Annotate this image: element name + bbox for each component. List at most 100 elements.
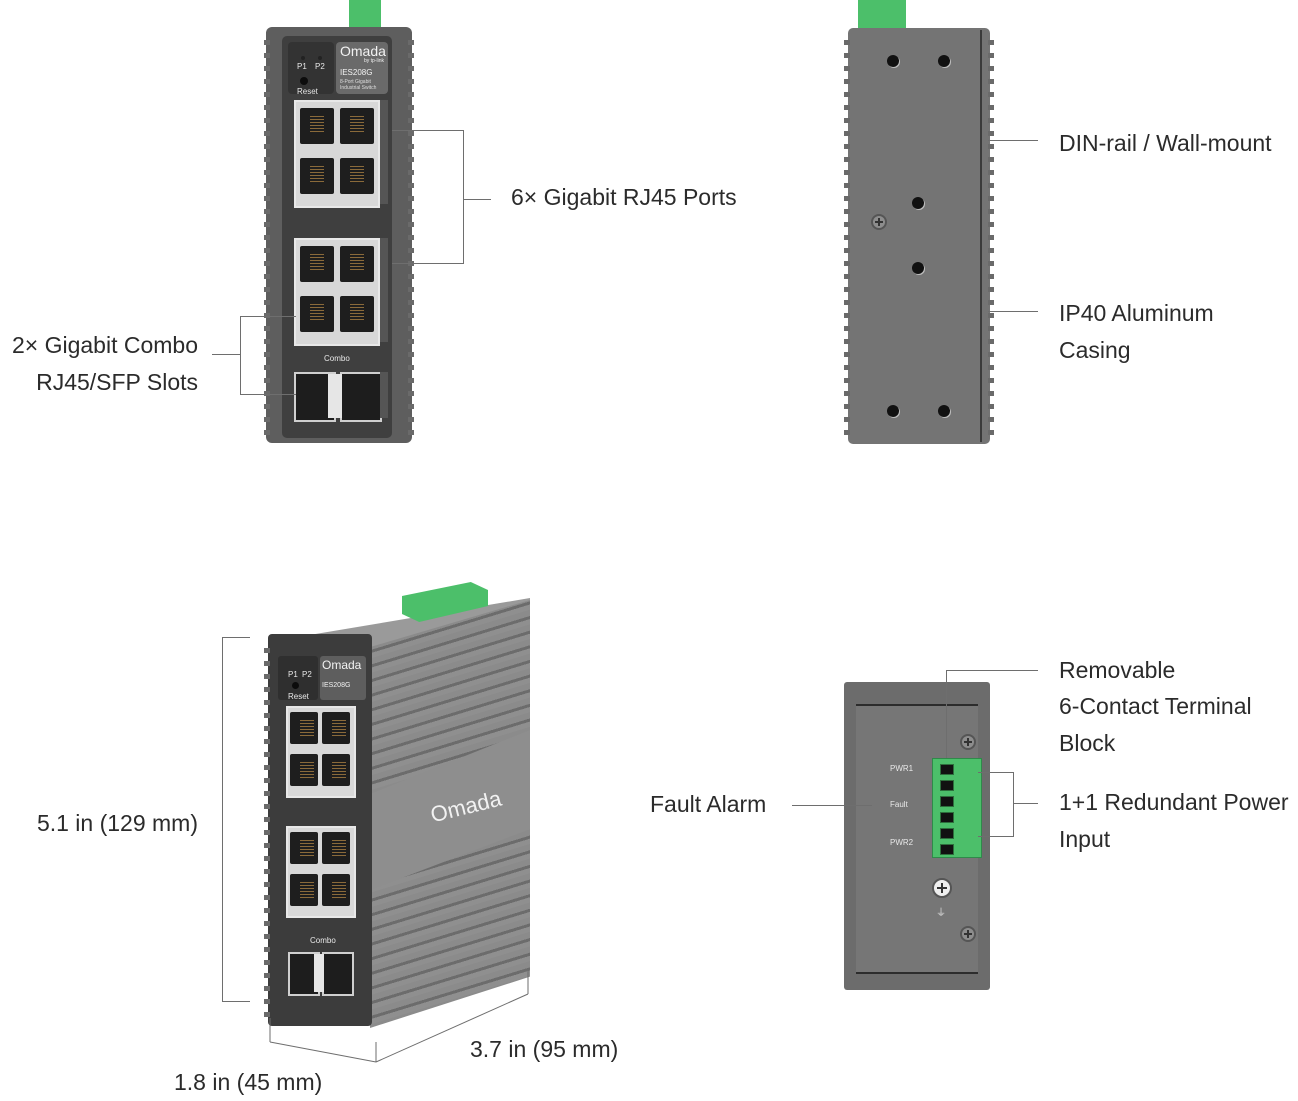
combo-label: Combo	[310, 936, 336, 945]
brand-sub: by tp-link	[364, 58, 385, 64]
side-fins-right	[408, 40, 414, 440]
port-label-strip-2	[380, 238, 388, 342]
terminal-label-fault: Fault	[890, 800, 908, 809]
model-label: IES208G	[322, 682, 351, 689]
rj45-port-7[interactable]	[290, 874, 318, 906]
callout-line-combo-vertical	[240, 316, 241, 395]
dimension-depth: 3.7 in (95 mm)	[470, 1036, 619, 1062]
screw-icon	[960, 734, 976, 750]
rj45-port-4[interactable]	[322, 754, 350, 786]
brand-plate	[336, 42, 388, 94]
callout-fault-alarm: Fault Alarm	[650, 791, 767, 817]
rj45-port-6[interactable]	[322, 832, 350, 864]
rj45-port-5[interactable]	[300, 246, 334, 282]
mount-hole	[887, 405, 899, 417]
status-panel	[278, 656, 318, 700]
mount-hole	[887, 55, 899, 67]
front-view: P1 P2 Reset Omada by tp-link IES208G 8-P…	[264, 0, 414, 446]
rj45-port-8[interactable]	[340, 296, 374, 332]
dimension-height: 5.1 in (129 mm)	[36, 810, 198, 836]
callout-combo-line2: RJ45/SFP Slots	[36, 369, 198, 395]
reset-button[interactable]	[292, 682, 299, 689]
led-label-p1: P1	[297, 62, 307, 71]
callout-line-combo-stub	[212, 354, 240, 355]
led-label-p2: P2	[302, 670, 312, 679]
led-label-p1: P1	[288, 670, 298, 679]
rj45-port-8[interactable]	[322, 874, 350, 906]
brand-logo: Omada	[322, 658, 362, 672]
led-p2	[318, 56, 322, 60]
callout-line-terminal-horizontal	[946, 670, 1038, 671]
callout-terminal-line1: Removable	[1059, 657, 1176, 683]
callout-line-fault	[792, 805, 872, 806]
rj45-port-4[interactable]	[340, 158, 374, 194]
callout-line-power-stub	[1013, 803, 1038, 804]
terminal-contact	[940, 844, 954, 855]
model-label: IES208G	[340, 68, 373, 77]
status-panel	[288, 42, 334, 94]
callout-line-din-rail	[988, 140, 1038, 141]
screw-icon	[871, 214, 887, 230]
dim-depth-line	[375, 993, 529, 1063]
side-fins-left	[264, 648, 270, 1018]
ground-screw-icon	[932, 878, 952, 898]
description-line2: Industrial Switch	[340, 85, 377, 91]
callout-line-power-top	[978, 772, 1014, 773]
side-panel	[848, 28, 990, 444]
rj45-port-5[interactable]	[290, 832, 318, 864]
sfp-label-strip	[380, 372, 388, 418]
callout-power-line1: 1+1 Redundant Power	[1059, 789, 1289, 815]
callout-power-line2: Input	[1059, 826, 1111, 852]
callout-casing-line2: Casing	[1059, 337, 1131, 363]
rj45-port-3[interactable]	[300, 158, 334, 194]
callout-line-rj45-bottom	[392, 263, 464, 264]
callout-line-power-bottom	[978, 836, 1014, 837]
reset-button[interactable]	[300, 77, 308, 85]
dim-height-top	[222, 637, 250, 638]
dimension-width: 1.8 in (45 mm)	[174, 1069, 323, 1095]
terminal-contact	[940, 780, 954, 791]
side-fins-left	[844, 40, 850, 440]
rj45-port-2[interactable]	[322, 712, 350, 744]
mount-hole	[938, 55, 950, 67]
combo-label: Combo	[324, 354, 350, 363]
callout-line-power-vertical	[1013, 772, 1014, 837]
callout-line-rj45-vertical	[463, 130, 464, 264]
sfp-slot-8f[interactable]	[340, 372, 382, 422]
terminal-block-top-side	[858, 0, 906, 28]
mount-hole	[938, 405, 950, 417]
side-fins-left	[264, 40, 270, 440]
rj45-port-2[interactable]	[340, 108, 374, 144]
side-view	[844, 0, 994, 446]
terminal-contact	[940, 796, 954, 807]
callout-combo-line1: 2× Gigabit Combo	[11, 332, 198, 358]
callout-line-rj45-top	[392, 130, 464, 131]
port-group-5-8	[286, 826, 356, 918]
mount-hole	[912, 197, 924, 209]
callout-terminal-line3: Block	[1059, 730, 1116, 756]
mount-hole	[912, 262, 924, 274]
rj45-port-1[interactable]	[290, 712, 318, 744]
rj45-port-6[interactable]	[340, 246, 374, 282]
rail-edge	[980, 30, 982, 442]
dim-width-line	[269, 1041, 377, 1063]
dim-depth-width-lines	[269, 970, 529, 1063]
brand-plate	[320, 656, 366, 700]
callout-rj45-ports: 6× Gigabit RJ45 Ports	[511, 184, 737, 210]
rj45-port-3[interactable]	[290, 754, 318, 786]
port-group-1-4	[294, 100, 380, 208]
terminal-block-top	[349, 0, 381, 28]
callout-terminal-line2: 6-Contact Terminal	[1059, 693, 1252, 719]
ground-icon: ⏚	[936, 908, 946, 919]
sfp-latch	[328, 374, 342, 418]
rj45-port-7[interactable]	[300, 296, 334, 332]
terminal-label-pwr2: PWR2	[890, 838, 914, 847]
callout-line-combo-bottom	[240, 394, 296, 395]
side-fins-right	[988, 40, 994, 440]
terminal-contact	[940, 764, 954, 775]
description-line1: 8-Port Gigabit	[340, 79, 371, 85]
rj45-port-1[interactable]	[300, 108, 334, 144]
callout-din-rail: DIN-rail / Wall-mount	[1059, 130, 1272, 156]
dim-height-bottom	[222, 1001, 250, 1002]
terminal-contact	[940, 812, 954, 823]
